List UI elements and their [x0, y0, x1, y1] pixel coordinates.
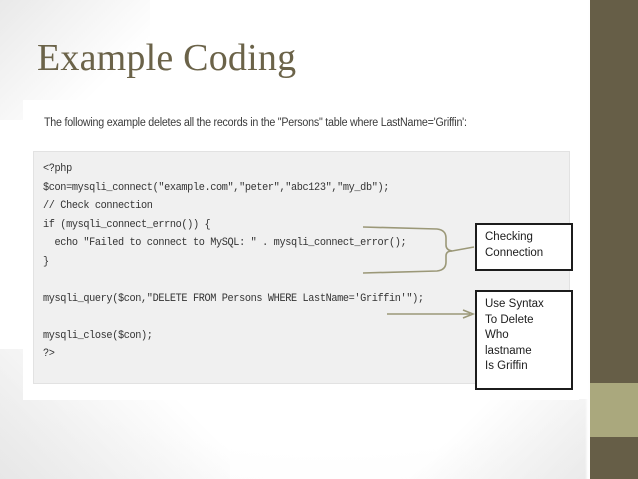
callout-checking-connection: Checking Connection	[475, 223, 573, 271]
decorative-side-band-accent	[590, 383, 638, 437]
decorative-side-band	[590, 0, 638, 479]
code-snippet: <?php $con=mysqli_connect("example.com",…	[43, 163, 424, 360]
side-band-gap	[585, 0, 590, 479]
intro-description: The following example deletes all the re…	[44, 117, 467, 129]
page-title: Example Coding	[37, 37, 297, 79]
background-corner-bottom-right	[410, 399, 590, 479]
callout-delete-syntax: Use Syntax To Delete Who lastname Is Gri…	[475, 290, 573, 390]
